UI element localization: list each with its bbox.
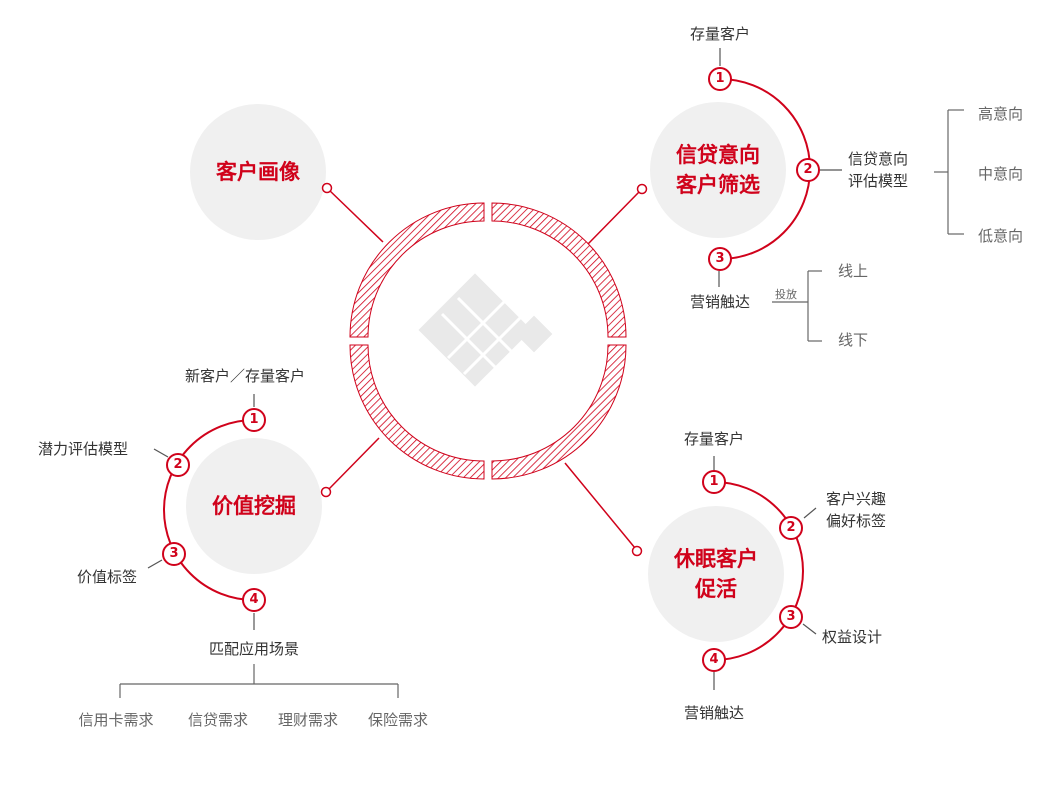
scene-insurance: 保险需求 (367, 711, 429, 729)
value-step-2-number: 2 (166, 453, 190, 477)
delivery-label: 投放 (775, 288, 797, 301)
credit-step-1-number: 1 (708, 67, 732, 91)
intent-medium: 中意向 (978, 165, 1024, 183)
connector-dot-value (320, 486, 332, 498)
step-stems (147, 48, 842, 690)
credit-step-2-label-line-1: 信贷意向 (848, 150, 909, 168)
diamond-logo-grid (440, 296, 524, 376)
connector-dot-credit (636, 183, 648, 195)
dormant-step-4-label: 营销触达 (683, 704, 745, 722)
value-step-3-label: 价值标签 (77, 568, 138, 586)
dormant-step-3-number: 3 (779, 605, 803, 629)
value-step-3-number: 3 (162, 542, 186, 566)
dormant-step-4-number: 4 (702, 648, 726, 672)
dormant-step-2-label-line-2: 偏好标签 (826, 512, 887, 530)
connectors (320, 182, 648, 557)
value-arc (163, 419, 255, 601)
ring-segment-bottom-left (349, 344, 485, 480)
credit-title: 信贷意向 客户筛选 (676, 140, 760, 200)
dormant-title-line-2: 促活 (695, 577, 737, 601)
credit-step-2-number: 2 (796, 158, 820, 182)
intent-bracket (934, 109, 964, 235)
dormant-step-2-number: 2 (779, 516, 803, 540)
ring-segment-top-right (491, 202, 627, 338)
scene-loan: 信贷需求 (187, 711, 249, 729)
portrait-title: 客户画像 (216, 160, 300, 184)
scene-bracket (119, 664, 399, 698)
value-bg-circle (186, 438, 322, 574)
dormant-step-2-label-line-1: 客户兴趣 (826, 490, 887, 508)
dormant-step-1-label: 存量客户 (683, 430, 745, 448)
credit-step-1-label: 存量客户 (689, 25, 751, 43)
dormant-step-2-label: 客户兴趣 偏好标签 (826, 488, 886, 532)
intent-low: 低意向 (978, 227, 1024, 245)
value-step-2-label: 潜力评估模型 (38, 440, 129, 458)
scene-credit-card: 信用卡需求 (78, 711, 154, 729)
credit-title-line-2: 客户筛选 (676, 173, 760, 197)
dormant-title-line-1: 休眠客户 (674, 547, 758, 571)
value-step-4-label: 匹配应用场景 (208, 640, 300, 658)
intent-high: 高意向 (978, 105, 1024, 123)
credit-step-3-label: 营销触达 (689, 293, 751, 311)
connector-dot-portrait (321, 182, 333, 194)
ring-segment-top-left (349, 202, 485, 338)
value-step-1-number: 1 (242, 408, 266, 432)
credit-bg-circle (650, 102, 786, 238)
credit-title-line-1: 信贷意向 (676, 143, 760, 167)
value-step-4-number: 4 (242, 588, 266, 612)
credit-step-2-label: 信贷意向 评估模型 (848, 148, 908, 192)
center-ring (349, 202, 627, 480)
ring-segment-bottom-right (491, 344, 627, 480)
connector-dot-dormant (631, 545, 643, 557)
diamond-logo-icon (418, 273, 553, 387)
channel-offline: 线下 (838, 331, 869, 349)
dormant-arc (713, 481, 804, 661)
dormant-step-3-label: 权益设计 (822, 628, 883, 646)
dormant-bg-circle (648, 506, 784, 642)
value-step-1-label: 新客户／存量客户 (184, 367, 306, 385)
credit-step-2-label-line-2: 评估模型 (848, 172, 909, 190)
channel-online: 线上 (838, 262, 869, 280)
scene-wealth: 理财需求 (277, 711, 339, 729)
value-title: 价值挖掘 (212, 494, 296, 518)
channel-bracket (772, 270, 822, 342)
dormant-title: 休眠客户 促活 (674, 544, 758, 604)
credit-step-3-number: 3 (708, 247, 732, 271)
portrait-bg-circle (190, 104, 326, 240)
dormant-step-1-number: 1 (702, 470, 726, 494)
